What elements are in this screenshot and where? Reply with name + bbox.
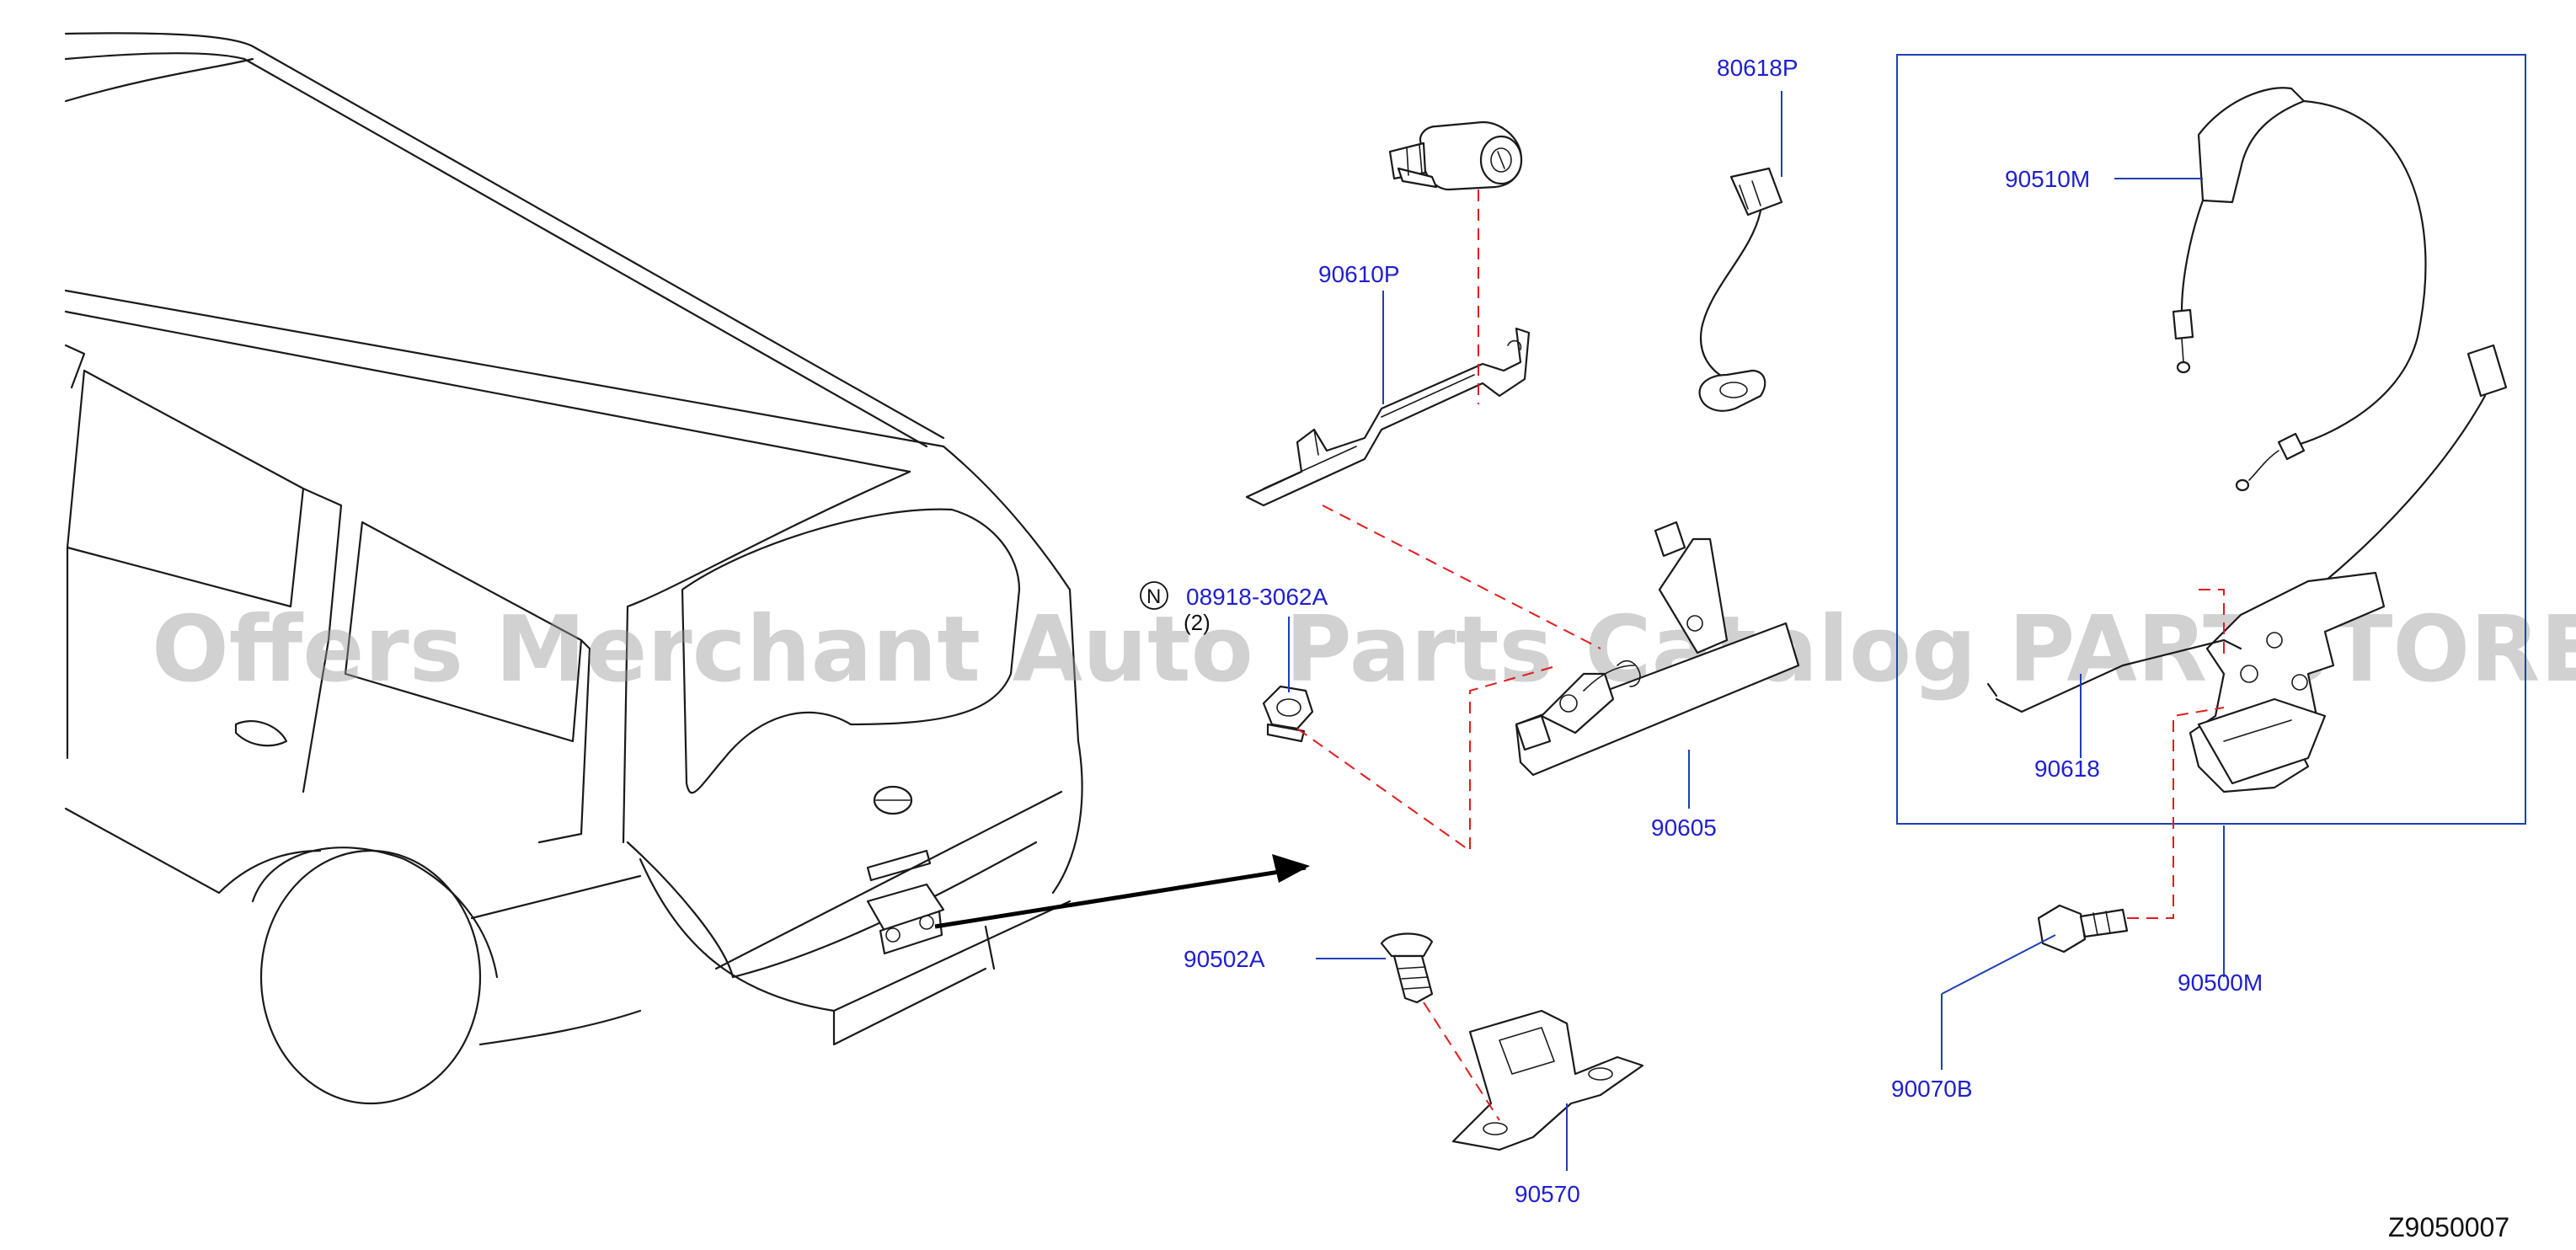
callout-90500M[interactable]: 90500M xyxy=(2178,970,2263,996)
striker-bracket-drawing xyxy=(1451,1009,1644,1151)
watermark-text: Offers Merchant Auto Parts Catalog PARTS… xyxy=(152,597,2576,702)
bolt-drawing xyxy=(2037,904,2129,954)
screw-drawing xyxy=(1380,932,1434,1004)
callout-90502A[interactable]: 90502A xyxy=(1184,946,1265,972)
lock-rod-drawing xyxy=(1986,638,2242,713)
callout-90510M[interactable]: 90510M xyxy=(2005,166,2090,192)
leader-lines xyxy=(1288,91,2225,1171)
location-arrow xyxy=(934,854,1310,929)
vehicle-illustration xyxy=(64,32,1083,1105)
lock-body-drawing xyxy=(2189,344,2508,793)
callout-90570[interactable]: 90570 xyxy=(1515,1181,1580,1207)
hatch-handle-drawing xyxy=(1515,521,1800,777)
note-circle-icon xyxy=(1140,581,1168,610)
key-cylinder-drawing xyxy=(1388,120,1523,191)
callout-08918-3062A-qty: (2) xyxy=(1184,610,1211,635)
callout-90605[interactable]: 90605 xyxy=(1651,815,1717,841)
callout-80618P[interactable]: 80618P xyxy=(1717,55,1798,81)
note-marker: N xyxy=(1146,585,1161,608)
callout-90610P[interactable]: 90610P xyxy=(1318,261,1400,287)
switch-harness-drawing xyxy=(1698,167,1783,412)
diagram-reference-id: Z9050007 xyxy=(2388,1212,2509,1242)
nut-drawing xyxy=(1262,685,1314,743)
callout-90070B[interactable]: 90070B xyxy=(1891,1076,1973,1102)
callout-90618[interactable]: 90618 xyxy=(2034,756,2100,782)
lock-assembly-box xyxy=(1896,54,2526,825)
rod-lever-drawing xyxy=(1245,327,1531,507)
release-cable-drawing xyxy=(2172,87,2427,492)
callout-08918-3062A[interactable]: 08918-3062A xyxy=(1186,584,1328,610)
assembly-guides xyxy=(1296,190,2225,1121)
